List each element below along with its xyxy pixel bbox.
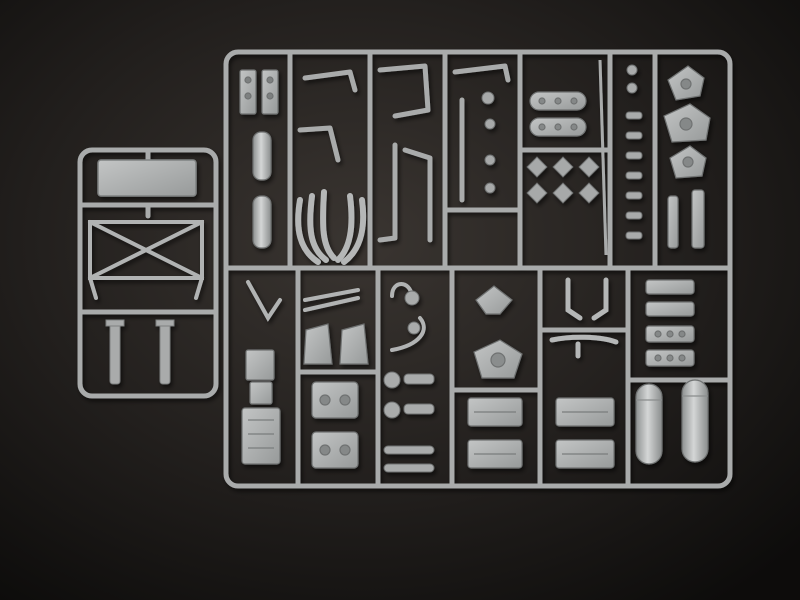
valve-parts <box>598 59 643 256</box>
large-sprue <box>223 49 733 489</box>
cylinder-parts <box>252 131 272 249</box>
small-sprue <box>77 147 219 399</box>
small-fittings <box>481 91 600 204</box>
manifold-parts <box>529 91 587 137</box>
tailpipe-parts <box>549 277 619 359</box>
transmission-parts <box>467 397 615 469</box>
cover-parts <box>663 65 711 249</box>
small-sprue-frame <box>77 147 219 399</box>
cylinder-head-parts <box>303 323 369 469</box>
differential-parts <box>473 285 523 379</box>
valve-cover-parts <box>645 279 695 367</box>
chassis-frame-part <box>88 220 204 300</box>
engine-housing-part <box>241 349 281 465</box>
gear-parts <box>383 290 435 473</box>
pipe-parts <box>297 63 511 243</box>
flat-plate-part <box>97 159 197 197</box>
engine-block-parts <box>239 69 279 115</box>
rod-parts <box>105 319 175 385</box>
large-sprue-frame <box>223 49 733 489</box>
tank-parts <box>635 379 709 465</box>
exhaust-header-parts <box>295 189 367 265</box>
